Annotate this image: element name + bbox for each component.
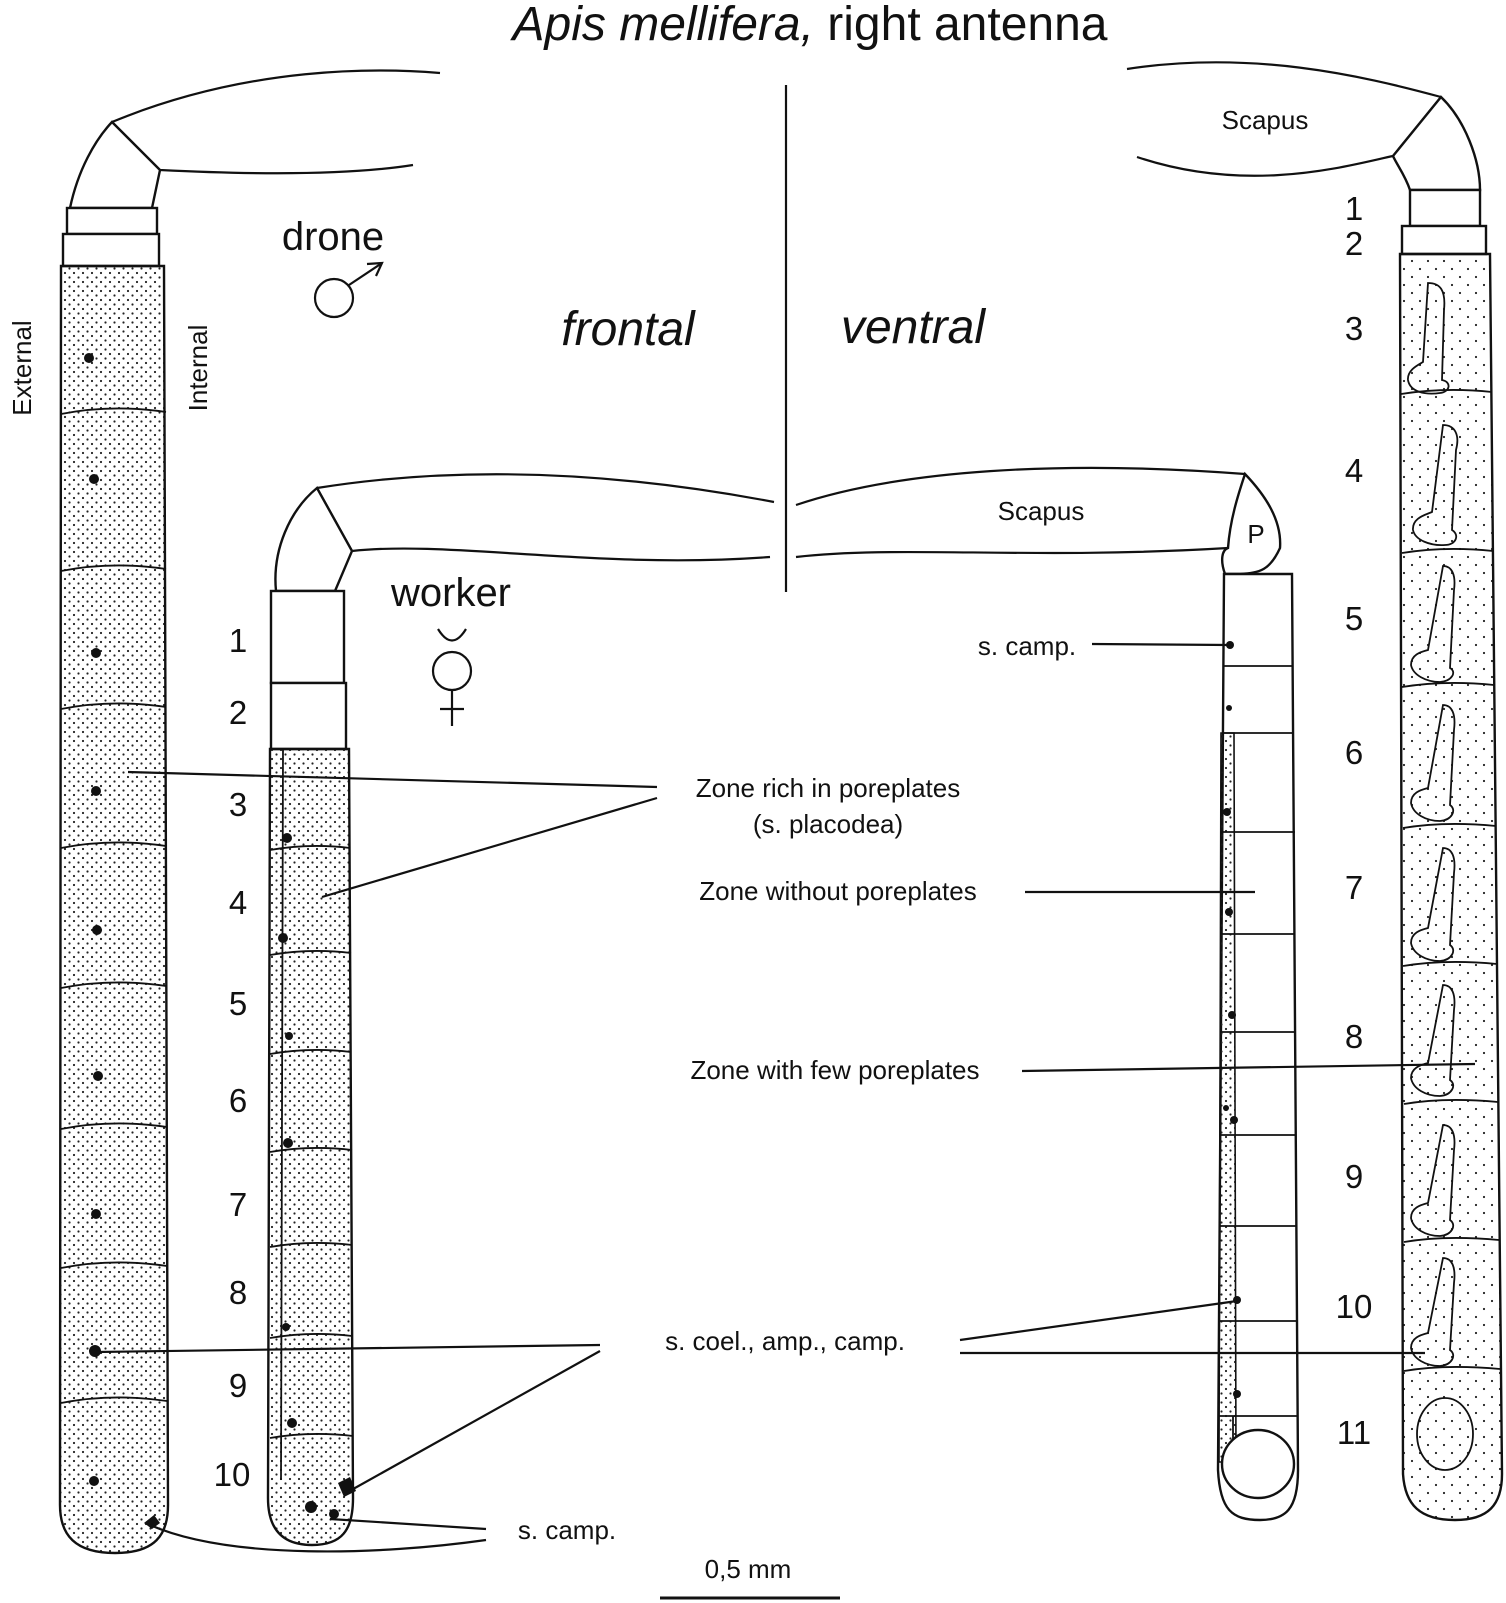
- worker-ventral-tip: [1220, 1428, 1296, 1500]
- worker-ventral-sensilla: [1223, 641, 1241, 1398]
- s-camp-bottom-label: s. camp.: [518, 1515, 616, 1545]
- male-symbol-icon: [313, 261, 384, 319]
- worker-segment-number-4: 4: [229, 884, 247, 921]
- drone-ventral-sensilla-shapes: [1407, 282, 1474, 1471]
- worker-symbol-icon: [431, 628, 473, 726]
- worker-ventral-antenna: P Scapus: [795, 466, 1300, 1522]
- worker-segment-number-1: 1: [229, 622, 247, 659]
- worker-segment-number-6: 6: [229, 1082, 247, 1119]
- drone-ventral-antenna: Scapus: [1126, 61, 1504, 1522]
- drone-segment-number-2: 2: [1345, 225, 1363, 262]
- drone-frontal-antenna: [58, 69, 441, 1555]
- drone-segment-number-3: 3: [1345, 310, 1363, 347]
- zone-rich-label-line2: (s. placodea): [753, 809, 903, 839]
- drone-segment-number-5: 5: [1345, 600, 1363, 637]
- drone-segment-number-8: 8: [1345, 1018, 1363, 1055]
- worker-segment-number-9: 9: [229, 1367, 247, 1404]
- zone-few-leader: [1021, 1062, 1476, 1073]
- worker-frontal-segment-2: [269, 681, 348, 751]
- s-coel-leader-drone: [95, 1343, 601, 1354]
- worker-frontal-scapus: [316, 473, 775, 562]
- worker-frontal-pedicel: [274, 486, 354, 593]
- worker-ventral-scapus-label: Scapus: [998, 496, 1085, 526]
- worker-frontal-sensilla: [278, 833, 356, 1519]
- worker-ventral-flagellum-outline: [1216, 572, 1300, 1522]
- s-coel-leader-worker: [345, 1350, 601, 1494]
- worker-frontal-antenna: [266, 473, 775, 1547]
- drone-frontal-sensilla: [84, 353, 160, 1529]
- zone-without-label: Zone without poreplates: [699, 876, 977, 906]
- drone-ventral-pedicel: [1391, 95, 1482, 192]
- drone-segment-number-4: 4: [1345, 452, 1363, 489]
- zone-rich-leader-drone: [127, 770, 658, 789]
- drone-ventral-scapus-label: Scapus: [1222, 105, 1309, 135]
- drone-frontal-scapus: [111, 69, 441, 175]
- drone-frontal-segment-lines: [60, 407, 168, 1404]
- drone-segment-number-10: 10: [1336, 1288, 1373, 1325]
- worker-segment-number-8: 8: [229, 1274, 247, 1311]
- scale-bar-label: 0,5 mm: [705, 1554, 792, 1584]
- zone-rich-leader-worker: [321, 796, 658, 899]
- worker-ventral-segment-lines: [1219, 665, 1298, 1440]
- worker-segment-number-3: 3: [229, 786, 247, 823]
- zone-rich-label-line1: Zone rich in poreplates: [696, 773, 960, 803]
- s-camp-top-leader: [1091, 642, 1231, 647]
- worker-frontal-segment-lines: [269, 748, 354, 1481]
- pedicel-label: P: [1247, 519, 1264, 549]
- drone-frontal-flagellum: [58, 264, 170, 1555]
- drone-ventral-segment-lines: [1400, 389, 1501, 1372]
- internal-label: Internal: [183, 325, 213, 412]
- worker-segment-number-2: 2: [229, 694, 247, 731]
- drone-segment-number-11: 11: [1337, 1414, 1371, 1451]
- s-coel-leader-worker-ventral: [959, 1299, 1238, 1342]
- view-label-frontal: frontal: [561, 303, 696, 356]
- worker-frontal-flagellum: [266, 747, 355, 1547]
- drone-segment-number-7: 7: [1345, 869, 1363, 906]
- drone-frontal-pedicel: [68, 120, 162, 210]
- zone-few-label: Zone with few poreplates: [690, 1055, 979, 1085]
- drone-frontal-segment-2: [61, 232, 161, 268]
- diagram-title: Apis mellifera, right antenna: [510, 0, 1108, 51]
- view-label-ventral: ventral: [841, 301, 986, 354]
- worker-segment-number-10: 10: [214, 1456, 251, 1493]
- external-label: External: [7, 320, 37, 415]
- worker-ventral-scapus: [795, 466, 1246, 559]
- s-coel-label: s. coel., amp., camp.: [665, 1326, 905, 1356]
- drone-segment-number-6: 6: [1345, 734, 1363, 771]
- drone-label: drone: [282, 215, 384, 259]
- worker-segment-number-5: 5: [229, 985, 247, 1022]
- drone-ventral-segment-1: [1408, 188, 1482, 228]
- s-camp-top-label: s. camp.: [978, 631, 1076, 661]
- drone-segment-number-1: 1: [1345, 190, 1363, 227]
- drone-frontal-segment-1: [65, 206, 159, 236]
- worker-label: worker: [390, 571, 511, 615]
- worker-segment-number-7: 7: [229, 1186, 247, 1223]
- s-camp-bottom-leader: [149, 1517, 487, 1553]
- drone-ventral-segment-2: [1400, 224, 1488, 256]
- worker-frontal-segment-1: [269, 589, 346, 685]
- drone-segment-number-9: 9: [1345, 1158, 1363, 1195]
